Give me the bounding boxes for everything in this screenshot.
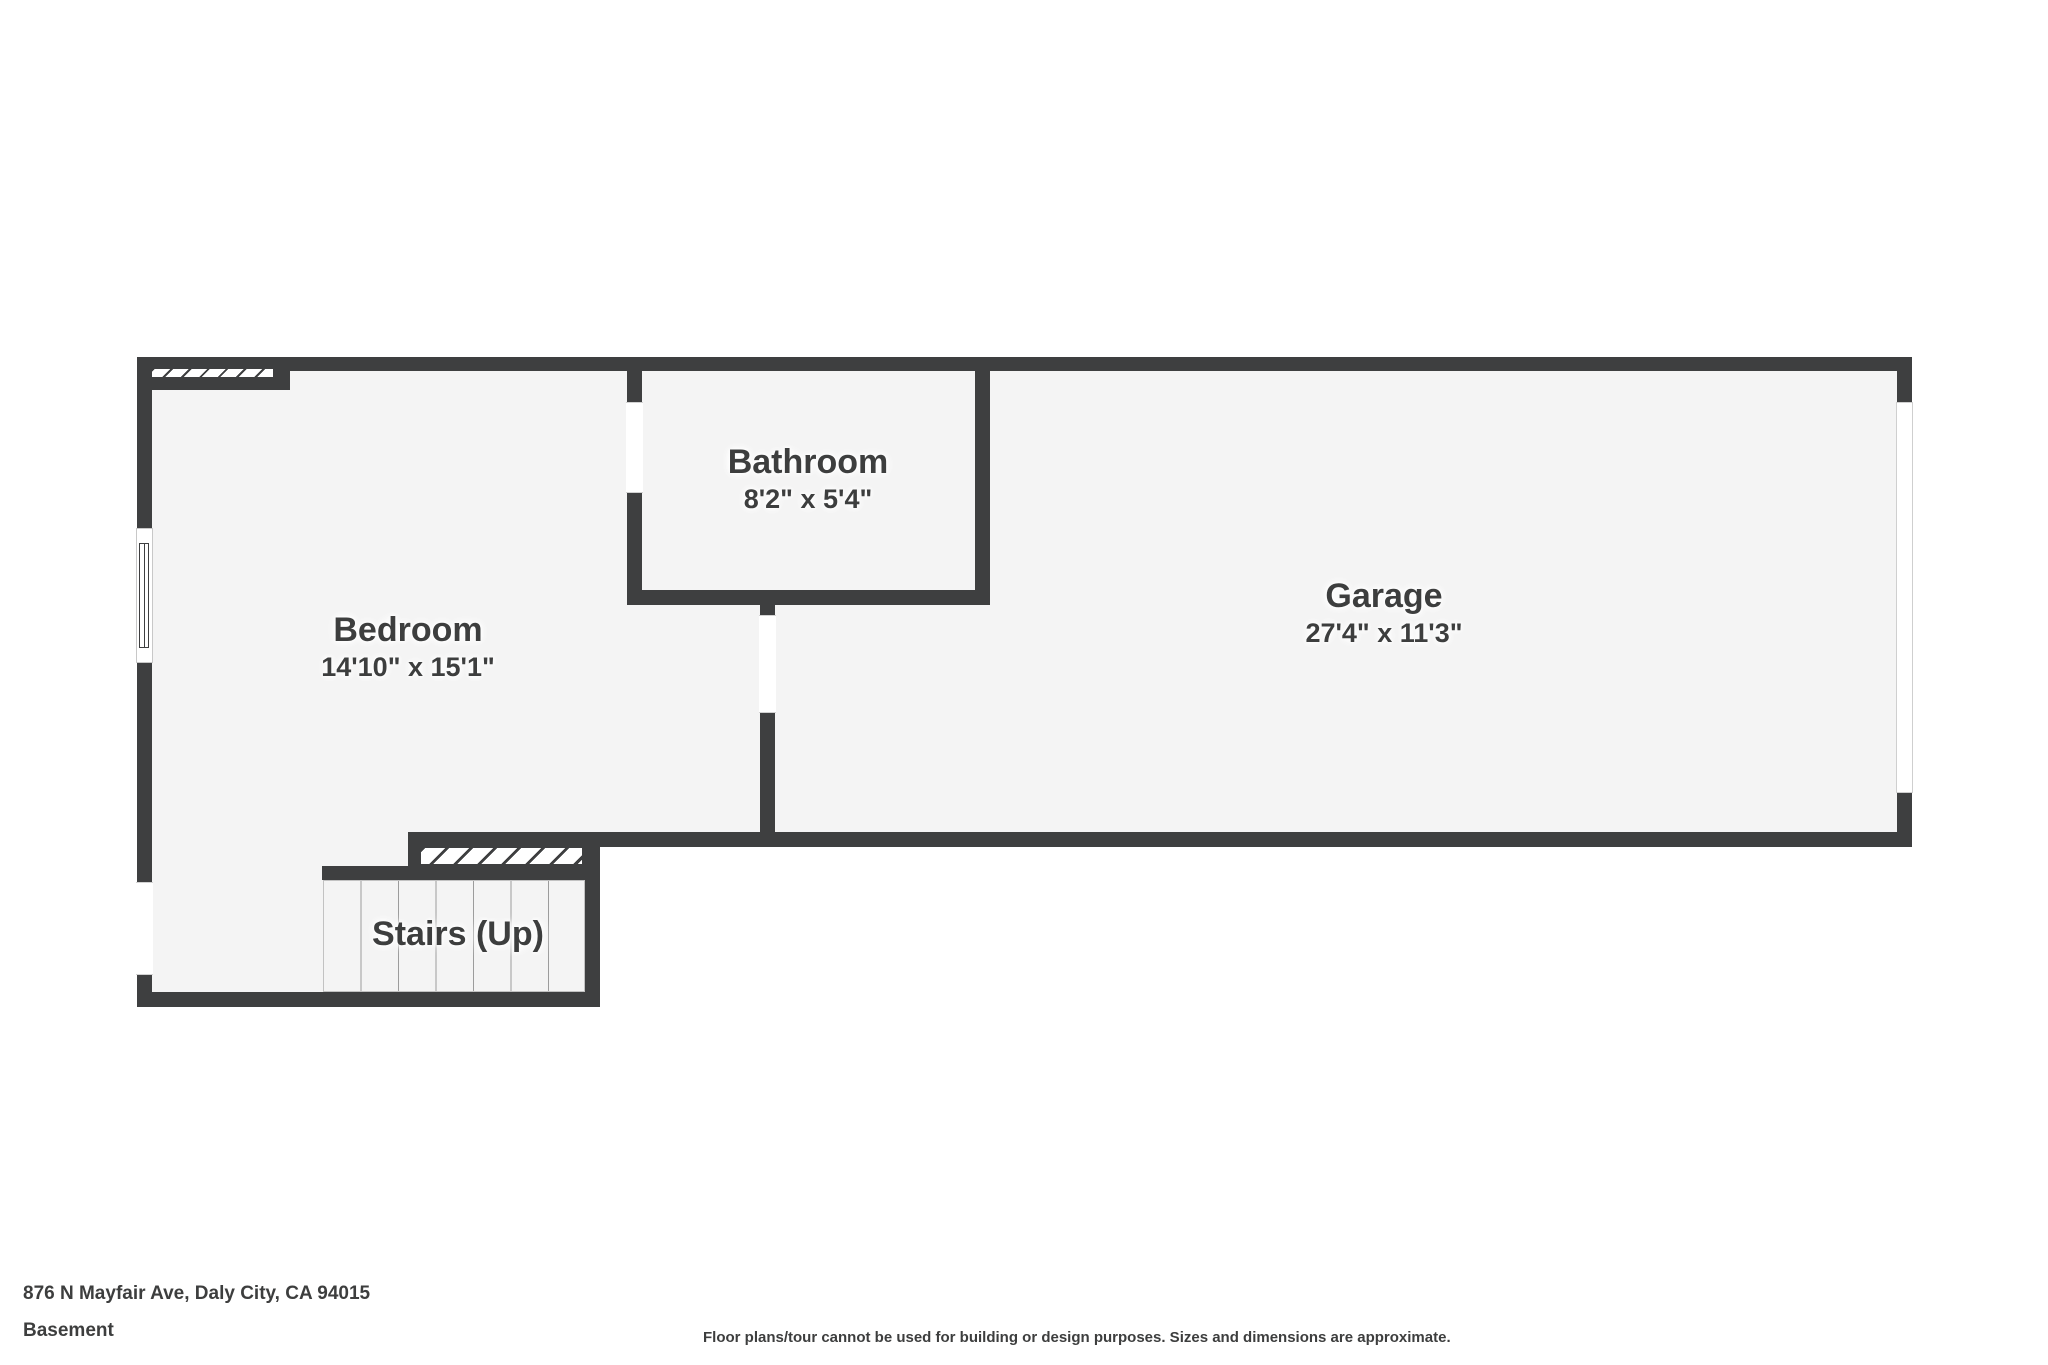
garage-label-group: Garage 27'4" x 11'3" (1305, 576, 1462, 650)
bathroom-label-group: Bathroom 8'2" x 5'4" (728, 442, 889, 516)
disclaimer-text: Floor plans/tour cannot be used for buil… (703, 1329, 1451, 1346)
stairs-label-group: Stairs (Up) (372, 914, 544, 954)
bedroom-dimensions: 14'10" x 15'1" (321, 652, 495, 682)
stairs-label: Stairs (Up) (372, 915, 544, 953)
wall-bathroom-right (975, 357, 990, 605)
bedroom-label-group: Bedroom 14'10" x 15'1" (321, 610, 495, 684)
door-opening-hall-garage (759, 615, 776, 713)
wall-bottom-bedroom (137, 992, 600, 1007)
window-icon (136, 528, 153, 663)
window-midline (144, 544, 145, 647)
address-text: 876 N Mayfair Ave, Daly City, CA 94015 (23, 1283, 371, 1304)
wall-top (137, 357, 1912, 371)
wall-left (137, 357, 152, 1007)
bathroom-dimensions: 8'2" x 5'4" (743, 484, 873, 514)
bathroom-label: Bathroom (727, 443, 889, 481)
door-opening-bathroom (626, 402, 643, 493)
wall-bathroom-bottom (627, 590, 990, 605)
floor-level-text: Basement (23, 1320, 114, 1341)
bedroom-label: Bedroom (333, 611, 483, 649)
door-opening-bedroom-left (136, 882, 153, 975)
wall-bottom-garage (408, 832, 1912, 847)
garage-label: Garage (1325, 577, 1443, 615)
stairs-treads (323, 880, 585, 992)
wall-stairs-top (322, 866, 600, 880)
floor-main-slab (152, 371, 1897, 832)
stairs-hatch (418, 845, 585, 867)
wall-stairs-right (585, 845, 600, 1007)
garage-door-opening (1896, 402, 1913, 793)
garage-dimensions: 27'4" x 11'3" (1305, 618, 1463, 648)
top-wall-hatch (152, 369, 273, 377)
